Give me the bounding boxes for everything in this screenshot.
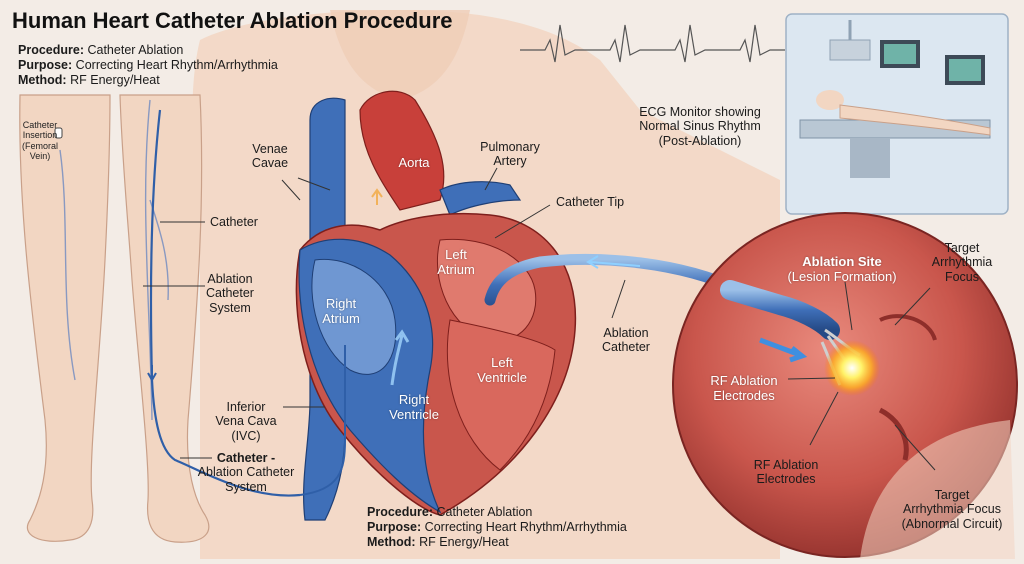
neck-shape (330, 10, 470, 100)
label-right-atrium: Right Atrium (322, 296, 360, 327)
label-line: Right (398, 392, 430, 407)
label-line: Ablation (207, 272, 253, 286)
ecg-trace (520, 24, 785, 63)
label-line: Ablation Site (802, 254, 882, 269)
info-value: RF Energy/Heat (419, 535, 509, 549)
label-line: Target (934, 488, 970, 502)
label-line: System (209, 300, 251, 315)
page-title: Human Heart Catheter Ablation Procedure (12, 8, 453, 33)
label-line: System (225, 479, 267, 494)
or-room-inset (785, 13, 1009, 215)
label-line: Left (491, 355, 513, 370)
catheter-line-heart (299, 345, 346, 496)
label-ivc: Inferior Vena Cava (IVC) (215, 400, 276, 443)
label-line: Artery (493, 154, 527, 169)
label-line: Cavae (251, 156, 289, 171)
label-line: Vena Cava (215, 414, 277, 429)
header-info-procedure: Procedure: Catheter Ablation (18, 43, 183, 57)
ecg-caption: ECG Monitor showing Normal Sinus Rhythm … (639, 105, 761, 148)
label-line: Electrodes (756, 472, 816, 487)
label-target-focus-bottom: Target Arrhythmia Focus (Abnormal Circui… (902, 488, 1003, 531)
catheter-line-leg (149, 109, 301, 497)
ablation-catheter-tube (484, 254, 796, 316)
label-line: Ventricle (389, 406, 439, 422)
label-left-atrium: Left Atrium (437, 247, 475, 278)
info-key: Method: (18, 73, 67, 87)
arrow-down-icon (147, 365, 157, 383)
info-value: Catheter Ablation (87, 43, 184, 57)
label-line: Right (325, 296, 357, 311)
label-line: Catheter (206, 286, 254, 301)
label-line: (IVC) (231, 428, 261, 443)
header-info-method: Method: RF Energy/Heat (18, 73, 160, 87)
label-line: Ablation (603, 326, 649, 340)
insertion-marker (54, 127, 63, 139)
label-catheter: Catheter (210, 215, 258, 229)
label-line: Arrhythmia Focus (903, 502, 1001, 517)
label-line: Arrhythmia (931, 255, 993, 270)
label-line: Atrium (437, 261, 475, 277)
info-value: RF Energy/Heat (70, 73, 160, 87)
label-target-focus-top: Target Arrhythmia Focus (932, 241, 992, 284)
label-line: (Abnormal Circuit) (901, 516, 1003, 531)
label-line: Catheter - (216, 451, 276, 465)
label-catheter-insertion: Catheter Insertion (Femoral Vein) (22, 120, 58, 161)
zoom-circle (672, 212, 1018, 559)
label-line: Ventricle (477, 369, 527, 385)
info-key: Procedure: (367, 505, 433, 519)
label-line: Inferior (226, 400, 266, 414)
label-line: (Post-Ablation) (658, 133, 742, 148)
label-rf-electrodes-1: RF Ablation Electrodes (710, 373, 778, 404)
arrow-left-icon (586, 255, 641, 269)
legs-illustration (19, 94, 210, 543)
label-ablation-catheter-system: Ablation Catheter System (206, 272, 254, 315)
label-line: Pulmonary (480, 140, 540, 154)
label-line: Focus (944, 269, 980, 284)
label-pulmonary-artery: Pulmonary Artery (480, 140, 540, 169)
label-catheter-tip: Catheter Tip (556, 195, 625, 209)
label-line: Target (944, 241, 980, 255)
label-line: (Lesion Formation) (787, 268, 897, 284)
info-value: Correcting Heart Rhythm/Arrhythmia (75, 58, 278, 72)
label-line: Vein) (29, 151, 51, 162)
label-left-ventricle: Left Ventricle (477, 355, 527, 386)
leader-lines (143, 167, 936, 471)
label-ablation-catheter: Ablation Catheter (602, 326, 650, 355)
info-value: Correcting Heart Rhythm/Arrhythmia (424, 520, 627, 534)
label-line: ECG Monitor showing (639, 105, 761, 119)
label-aorta: Aorta (398, 155, 430, 170)
label-line: RF Ablation (753, 458, 819, 472)
info-value: Catheter Ablation (436, 505, 533, 519)
label-line: Catheter (602, 340, 650, 355)
label-line: Left (445, 247, 467, 262)
label-line: Venae (252, 142, 288, 156)
info-key: Procedure: (18, 43, 84, 57)
header-info-purpose: Purpose: Correcting Heart Rhythm/Arrhyth… (18, 58, 278, 72)
label-catheter-bottom: Catheter - Ablation Catheter System (198, 451, 295, 494)
info-key: Purpose: (18, 58, 73, 72)
label-line: (Femoral (21, 140, 59, 151)
label-line: Electrodes (713, 387, 775, 403)
label-line: Atrium (322, 310, 360, 326)
label-line: Catheter (22, 120, 58, 130)
label-line: Normal Sinus Rhythm (639, 119, 761, 134)
label-line: RF Ablation (710, 373, 778, 388)
label-venae-cavae: Venae Cavae (252, 142, 288, 171)
footer-info-method: Method: RF Energy/Heat (367, 535, 509, 549)
info-key: Method: (367, 535, 416, 549)
heart-illustration (295, 90, 577, 521)
info-key: Purpose: (367, 520, 422, 534)
label-line: Insertion (22, 130, 58, 141)
label-line: Ablation Catheter (197, 465, 295, 480)
label-ablation-site: Ablation Site (Lesion Formation) (787, 254, 897, 285)
label-right-ventricle: Right Ventricle (389, 392, 439, 423)
footer-info-procedure: Procedure: Catheter Ablation (367, 505, 532, 519)
footer-info-purpose: Purpose: Correcting Heart Rhythm/Arrhyth… (367, 520, 627, 534)
label-rf-electrodes-2: RF Ablation Electrodes (754, 458, 819, 487)
